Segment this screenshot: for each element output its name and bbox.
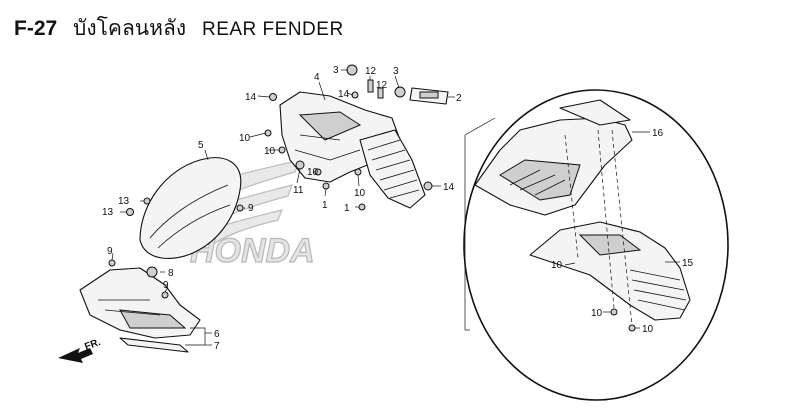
diagram-title-english: REAR FENDER [201, 19, 344, 40]
part-5-seat-cover [139, 157, 242, 259]
callout-7: 7 [214, 341, 220, 352]
callout-3a: 3 [333, 65, 339, 76]
callout-1a: 1 [322, 200, 328, 211]
front-direction-arrow: FR. [58, 337, 102, 363]
part-16-fender-tray [474, 99, 633, 216]
callout-14c: 14 [443, 182, 455, 193]
callout-9a: 9 [248, 203, 254, 214]
part-rear-mudguard-upper [359, 129, 426, 209]
callout-10e: 10 [551, 260, 563, 271]
diagram-title: F-27 บังโคลนหลัง REAR FENDER [14, 12, 354, 45]
callout-14a: 14 [245, 92, 257, 103]
callout-2: 2 [456, 93, 462, 104]
detail-connector-lines [464, 117, 496, 331]
callout-12b: 12 [376, 80, 388, 91]
callout-15: 15 [682, 258, 694, 269]
detail-callout-leaders [564, 131, 680, 329]
callout-6: 6 [214, 329, 220, 340]
callout-14b: 14 [338, 89, 350, 100]
callout-10a: 10 [239, 133, 251, 144]
front-arrow-label: FR. [83, 337, 102, 353]
callout-9c: 9 [163, 280, 169, 291]
callout-16: 16 [652, 128, 664, 139]
diagram-code: F-27 [14, 17, 58, 40]
detail-alignment-lines [564, 129, 633, 326]
callout-10f: 10 [591, 308, 603, 319]
callout-12a: 12 [365, 66, 377, 77]
callout-10c: 10 [307, 167, 319, 178]
detail-magnifier-circle [463, 89, 729, 401]
callout-leaders [111, 69, 455, 346]
diagram-title-thai: บังโคลนหลัง [73, 17, 187, 40]
callout-10g: 10 [642, 324, 654, 335]
callout-10d: 10 [354, 188, 366, 199]
callout-13a: 13 [118, 196, 130, 207]
callout-9b: 9 [107, 246, 113, 257]
callout-10b: 10 [264, 146, 276, 157]
part-7-fender-strip [119, 337, 189, 353]
callout-3b: 3 [393, 66, 399, 77]
hardware-fasteners [108, 64, 636, 332]
callout-8: 8 [168, 268, 174, 279]
callout-5: 5 [198, 140, 204, 151]
part-2-reflector [409, 87, 449, 105]
callout-11: 11 [293, 185, 304, 196]
callout-13b: 13 [102, 207, 114, 218]
part-6-lower-fender [79, 267, 201, 339]
callout-1b: 1 [344, 203, 350, 214]
callout-4: 4 [314, 72, 320, 83]
part-15-fender-lower [529, 221, 691, 321]
callout-numbers: 1 1 2 3 3 4 5 6 7 8 9 9 9 10 10 10 10 10… [102, 65, 694, 352]
